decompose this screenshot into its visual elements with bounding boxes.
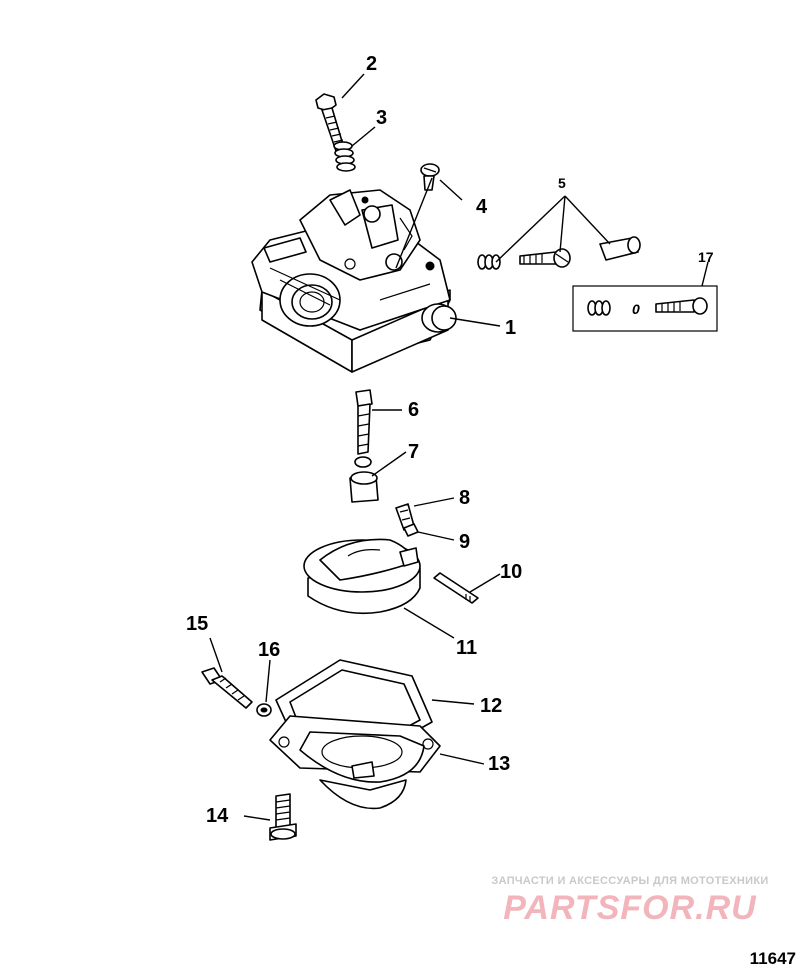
watermark-tagline: ЗАПЧАСТИ И АКСЕССУАРЫ ДЛЯ МОТОТЕХНИКИ bbox=[491, 875, 769, 887]
inset-o-ring-glyph: 0 bbox=[632, 301, 640, 317]
part-6-emulsion-tube bbox=[355, 389, 373, 455]
part-16-o-ring bbox=[256, 703, 272, 717]
part-14-bowl-screw bbox=[269, 793, 297, 841]
callout-11: 11 bbox=[456, 637, 477, 659]
part-17-inset-kit: 0 bbox=[572, 285, 718, 332]
callout-7: 7 bbox=[408, 441, 419, 463]
part-15-screw bbox=[201, 667, 253, 709]
callout-1: 1 bbox=[505, 317, 516, 339]
part-7-main-jet bbox=[349, 456, 379, 503]
part-11-float bbox=[303, 538, 421, 615]
callout-12: 12 bbox=[480, 695, 502, 717]
inset-frame bbox=[572, 285, 718, 332]
callout-3: 3 bbox=[376, 107, 387, 129]
callout-17: 17 bbox=[698, 249, 714, 265]
callout-13: 13 bbox=[488, 753, 510, 775]
part-4-screw bbox=[420, 163, 440, 191]
callout-numbers: 2 3 4 5 17 1 6 7 8 9 10 11 15 16 12 13 1… bbox=[186, 53, 714, 827]
callout-5: 5 bbox=[558, 175, 566, 191]
callout-15: 15 bbox=[186, 613, 208, 635]
callout-2: 2 bbox=[366, 53, 377, 75]
watermark: ЗАПЧАСТИ И АКСЕССУАРЫ ДЛЯ МОТОТЕХНИКИ PA… bbox=[470, 875, 790, 928]
diagram-reference-number: 11647 bbox=[749, 949, 796, 968]
callout-10: 10 bbox=[500, 561, 522, 583]
part-13-float-bowl bbox=[269, 715, 441, 810]
part-1-carburetor-body bbox=[251, 189, 457, 373]
callout-4: 4 bbox=[476, 196, 488, 218]
callout-16: 16 bbox=[258, 639, 280, 661]
callout-8: 8 bbox=[459, 487, 470, 509]
watermark-brand-logo: PARTSFOR.RU bbox=[503, 889, 757, 927]
part-10-float-pin bbox=[433, 572, 479, 604]
callout-6: 6 bbox=[408, 399, 419, 421]
callout-9: 9 bbox=[459, 531, 470, 553]
leader-lines bbox=[209, 73, 709, 821]
callout-14: 14 bbox=[206, 805, 229, 827]
part-3-spring bbox=[333, 141, 356, 172]
part-5-mixture-screw-set bbox=[477, 236, 641, 270]
